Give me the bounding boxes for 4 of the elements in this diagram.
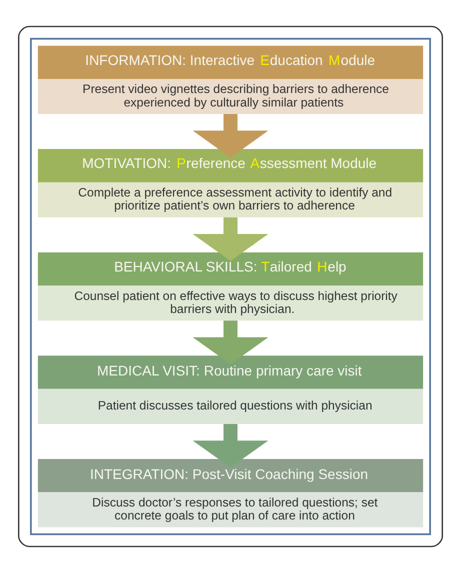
arrow <box>192 424 268 468</box>
arrow <box>192 217 268 261</box>
arrow <box>192 320 268 364</box>
arrow <box>192 114 268 158</box>
